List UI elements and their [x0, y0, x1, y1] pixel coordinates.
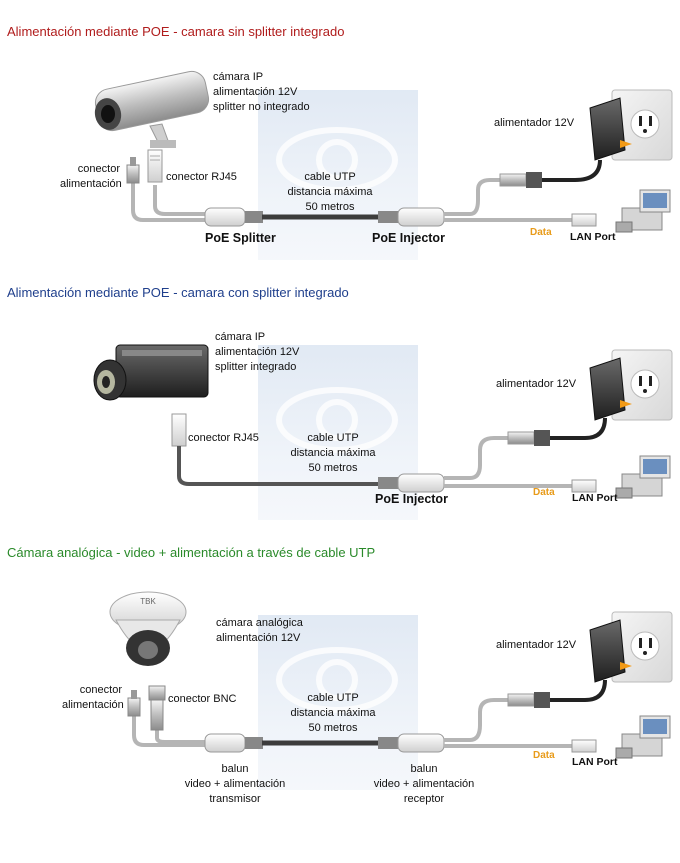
- camera-line: cámara IP: [213, 71, 264, 83]
- rj45-connector-icon: [171, 413, 187, 447]
- data-label: Data: [533, 750, 555, 761]
- label-line: cable UTP: [304, 171, 356, 183]
- watermark-eye-1: [276, 127, 398, 193]
- balun-transmitter-label: balun video + alimentación transmisor: [180, 762, 290, 807]
- computer-icon: [615, 715, 671, 759]
- camera-line: alimentación 12V: [216, 632, 301, 644]
- section-title: Alimentación mediante POE - camara sin s…: [7, 24, 345, 39]
- label-line: conector: [77, 163, 120, 175]
- lan-port-label: LAN Port: [572, 492, 618, 504]
- camera-line: alimentación 12V: [213, 86, 298, 98]
- label-line: cable UTP: [307, 432, 359, 444]
- camera-line: alimentación 12V: [215, 346, 300, 358]
- bnc-connector-icon: [148, 685, 166, 731]
- camera-line: splitter no integrado: [213, 101, 310, 113]
- lan-port-label: LAN Port: [570, 231, 616, 243]
- adapter-label: alimentador 12V: [494, 117, 575, 129]
- balun-transmitter-icon: [204, 733, 263, 753]
- rj45-connector-icon: [147, 149, 163, 183]
- rj45-label: conector RJ45: [166, 171, 237, 183]
- dome-camera-icon: TBK: [109, 591, 187, 666]
- label-line: alimentación: [60, 178, 122, 190]
- label-line: balun: [221, 763, 249, 775]
- label-line: balun: [410, 763, 438, 775]
- label-line: 50 metros: [308, 462, 358, 474]
- label-line: cable UTP: [307, 692, 359, 704]
- lan-plug-icon: [571, 739, 597, 753]
- data-label: Data: [530, 227, 552, 238]
- poe-splitter-icon: [204, 207, 263, 227]
- label-line: receptor: [403, 793, 445, 805]
- adapter-label: alimentador 12V: [496, 378, 577, 390]
- label-line: alimentación: [62, 699, 124, 711]
- poe-splitter-label: PoE Splitter: [205, 231, 276, 245]
- box-camera-icon: [93, 344, 209, 401]
- power-connector-label: conector alimentación: [62, 683, 124, 713]
- lan-plug-icon: [571, 479, 597, 493]
- bullet-camera-icon: [94, 70, 210, 148]
- cable-label: cable UTP distancia máxima 50 metros: [278, 691, 388, 736]
- cable-label: cable UTP distancia máxima 50 metros: [278, 431, 388, 476]
- power-connector-label: conector alimentación: [60, 162, 122, 192]
- balun-receiver-label: balun video + alimentación receptor: [360, 762, 488, 807]
- section-title: Alimentación mediante POE - camara con s…: [7, 285, 349, 300]
- poe-injector-label: PoE Injector: [372, 231, 445, 245]
- power-adapter-icon: [589, 357, 632, 421]
- computer-icon: [615, 189, 671, 233]
- lan-plug-icon: [571, 213, 597, 227]
- label-line: 50 metros: [305, 201, 355, 213]
- rj45-label: conector RJ45: [188, 432, 259, 444]
- poe-injector-label: PoE Injector: [375, 492, 448, 506]
- watermark-eye-3: [276, 647, 398, 713]
- poe-injector-icon: [378, 473, 445, 493]
- power-adapter-icon: [589, 619, 632, 683]
- cable-label: cable UTP distancia máxima 50 metros: [275, 170, 385, 215]
- camera-brand-logo: TBK: [140, 597, 156, 606]
- camera-line: splitter integrado: [215, 361, 297, 373]
- section-title: Cámara analógica - video + alimentación …: [7, 545, 376, 560]
- camera-description: cámara IP alimentación 12V splitter inte…: [215, 330, 299, 375]
- adapter-label: alimentador 12V: [496, 639, 577, 651]
- label-line: transmisor: [209, 793, 261, 805]
- lan-port-label: LAN Port: [572, 756, 618, 768]
- label-line: distancia máxima: [290, 707, 376, 719]
- label-line: video + alimentación: [184, 778, 286, 790]
- watermark-panel-3: [258, 615, 418, 790]
- label-line: distancia máxima: [287, 186, 373, 198]
- label-line: 50 metros: [308, 722, 358, 734]
- camera-description: cámara analógica alimentación 12V: [216, 616, 303, 646]
- bnc-label: conector BNC: [168, 693, 237, 705]
- power-plug-icon: [126, 157, 140, 184]
- computer-icon: [615, 455, 671, 499]
- poe-injector-icon: [378, 207, 445, 227]
- balun-receiver-icon: [378, 733, 445, 753]
- camera-line: cámara IP: [215, 331, 266, 343]
- camera-description: cámara IP alimentación 12V splitter no i…: [213, 70, 310, 115]
- camera-line: cámara analógica: [216, 617, 303, 629]
- label-line: distancia máxima: [290, 447, 376, 459]
- watermark-eye-2: [276, 387, 398, 453]
- label-line: video + alimentación: [373, 778, 475, 790]
- data-label: Data: [533, 487, 555, 498]
- power-adapter-icon: [589, 97, 632, 161]
- label-line: conector: [79, 684, 122, 696]
- power-plug-icon: [127, 690, 141, 717]
